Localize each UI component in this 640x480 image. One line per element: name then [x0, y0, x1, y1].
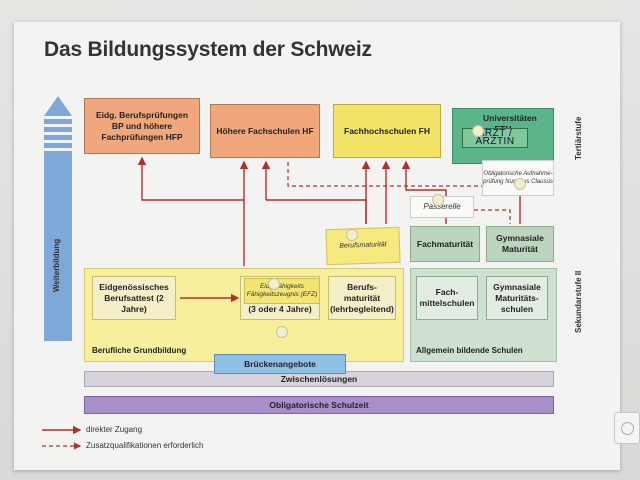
fh-box: Fachhochschulen FH: [333, 104, 441, 158]
pin: [268, 278, 280, 290]
gym-schools-box: Gymnasiale Maturitäts-schulen: [486, 276, 548, 320]
bridge-band: Brückenangebote: [214, 354, 346, 374]
legend-direct: direkter Zugang: [86, 425, 143, 434]
poster-title: Das Bildungssystem der Schweiz: [44, 38, 372, 61]
hf-box: Höhere Fachschulen HF: [210, 104, 320, 158]
general-area-label: Allgemein bildende Schulen: [416, 346, 523, 355]
legend-additional: Zusatzqualifikationen erforderlich: [86, 441, 204, 450]
bm-note: Berufsmaturität: [325, 226, 401, 266]
bm-box: Berufs-maturität (lehrbegleitend): [328, 276, 396, 320]
efz-note: Eidg. fähigkeits Fähigkeitszeugnis (EFZ): [244, 278, 320, 304]
power-outlet: [614, 412, 640, 444]
pin: [432, 194, 444, 206]
fms-box: Fach-mittelschulen: [416, 276, 478, 320]
bp-hfp-box: Eidg. Berufsprüfungen BP und höhere Fach…: [84, 98, 200, 154]
efz-duration: (3 oder 4 Jahre): [248, 304, 312, 314]
attest-box: Eidgenössisches Berufsattest (2 Jahre): [92, 276, 176, 320]
pin: [276, 326, 288, 338]
fach-maturity-box: Fachmaturität: [410, 226, 480, 262]
pin: [514, 178, 526, 190]
pin: [472, 125, 484, 137]
further-education-arrow: [44, 96, 72, 341]
compulsory-band: Obligatorische Schulzeit: [84, 396, 554, 414]
gym-maturity-box: Gymnasiale Maturität: [486, 226, 554, 262]
vocational-area-label: Berufliche Grundbildung: [92, 346, 187, 355]
pin: [346, 229, 358, 241]
